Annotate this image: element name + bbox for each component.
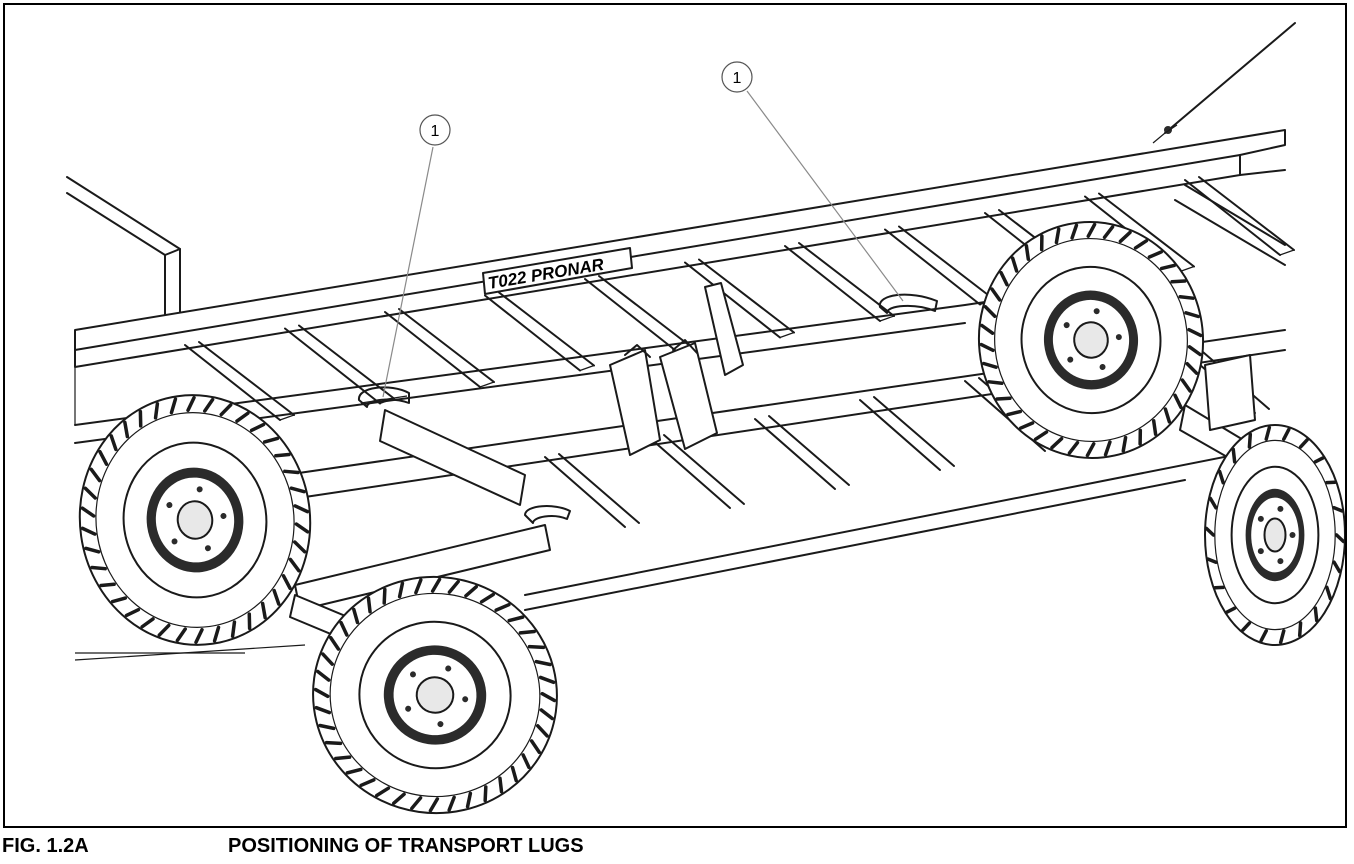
figure-caption: FIG. 1.2A POSITIONING OF TRANSPORT LUGS <box>2 832 1342 860</box>
wheel-front-right <box>1204 424 1345 646</box>
callout-1-front: 1 <box>721 61 904 302</box>
wheel-rear-right <box>312 575 558 815</box>
figure-frame: T022 PRONAR <box>3 3 1347 828</box>
rear-rail <box>66 176 181 318</box>
callout-label: 1 <box>431 123 440 140</box>
drawbar-cable <box>1152 22 1296 144</box>
transport-lug-rear <box>358 386 410 408</box>
cross-member <box>684 258 795 339</box>
wheel-rear-left <box>78 394 312 646</box>
cross-member <box>1184 176 1295 256</box>
wheel-front-left <box>977 221 1205 459</box>
cross-member <box>184 341 295 421</box>
center-brackets <box>609 282 744 456</box>
callout-label: 1 <box>733 70 742 87</box>
trailer-technical-drawing: T022 PRONAR <box>66 22 1345 815</box>
lower-frame-left <box>74 644 306 661</box>
cross-member <box>784 242 895 322</box>
cross-member <box>754 415 850 490</box>
transport-lug-front <box>878 293 938 314</box>
cross-member <box>884 225 995 306</box>
cross-member <box>484 291 595 372</box>
platform-frame <box>74 129 1286 611</box>
cross-member <box>284 324 395 405</box>
cross-member <box>384 308 495 388</box>
figure-number: FIG. 1.2A <box>2 835 89 857</box>
cross-member <box>649 434 745 509</box>
transport-lug-middle <box>524 505 571 524</box>
figure-title: POSITIONING OF TRANSPORT LUGS <box>228 835 584 857</box>
cross-member <box>584 275 695 355</box>
callout-1-rear: 1 <box>382 114 451 398</box>
cross-member <box>544 453 640 528</box>
cross-member <box>859 396 955 471</box>
